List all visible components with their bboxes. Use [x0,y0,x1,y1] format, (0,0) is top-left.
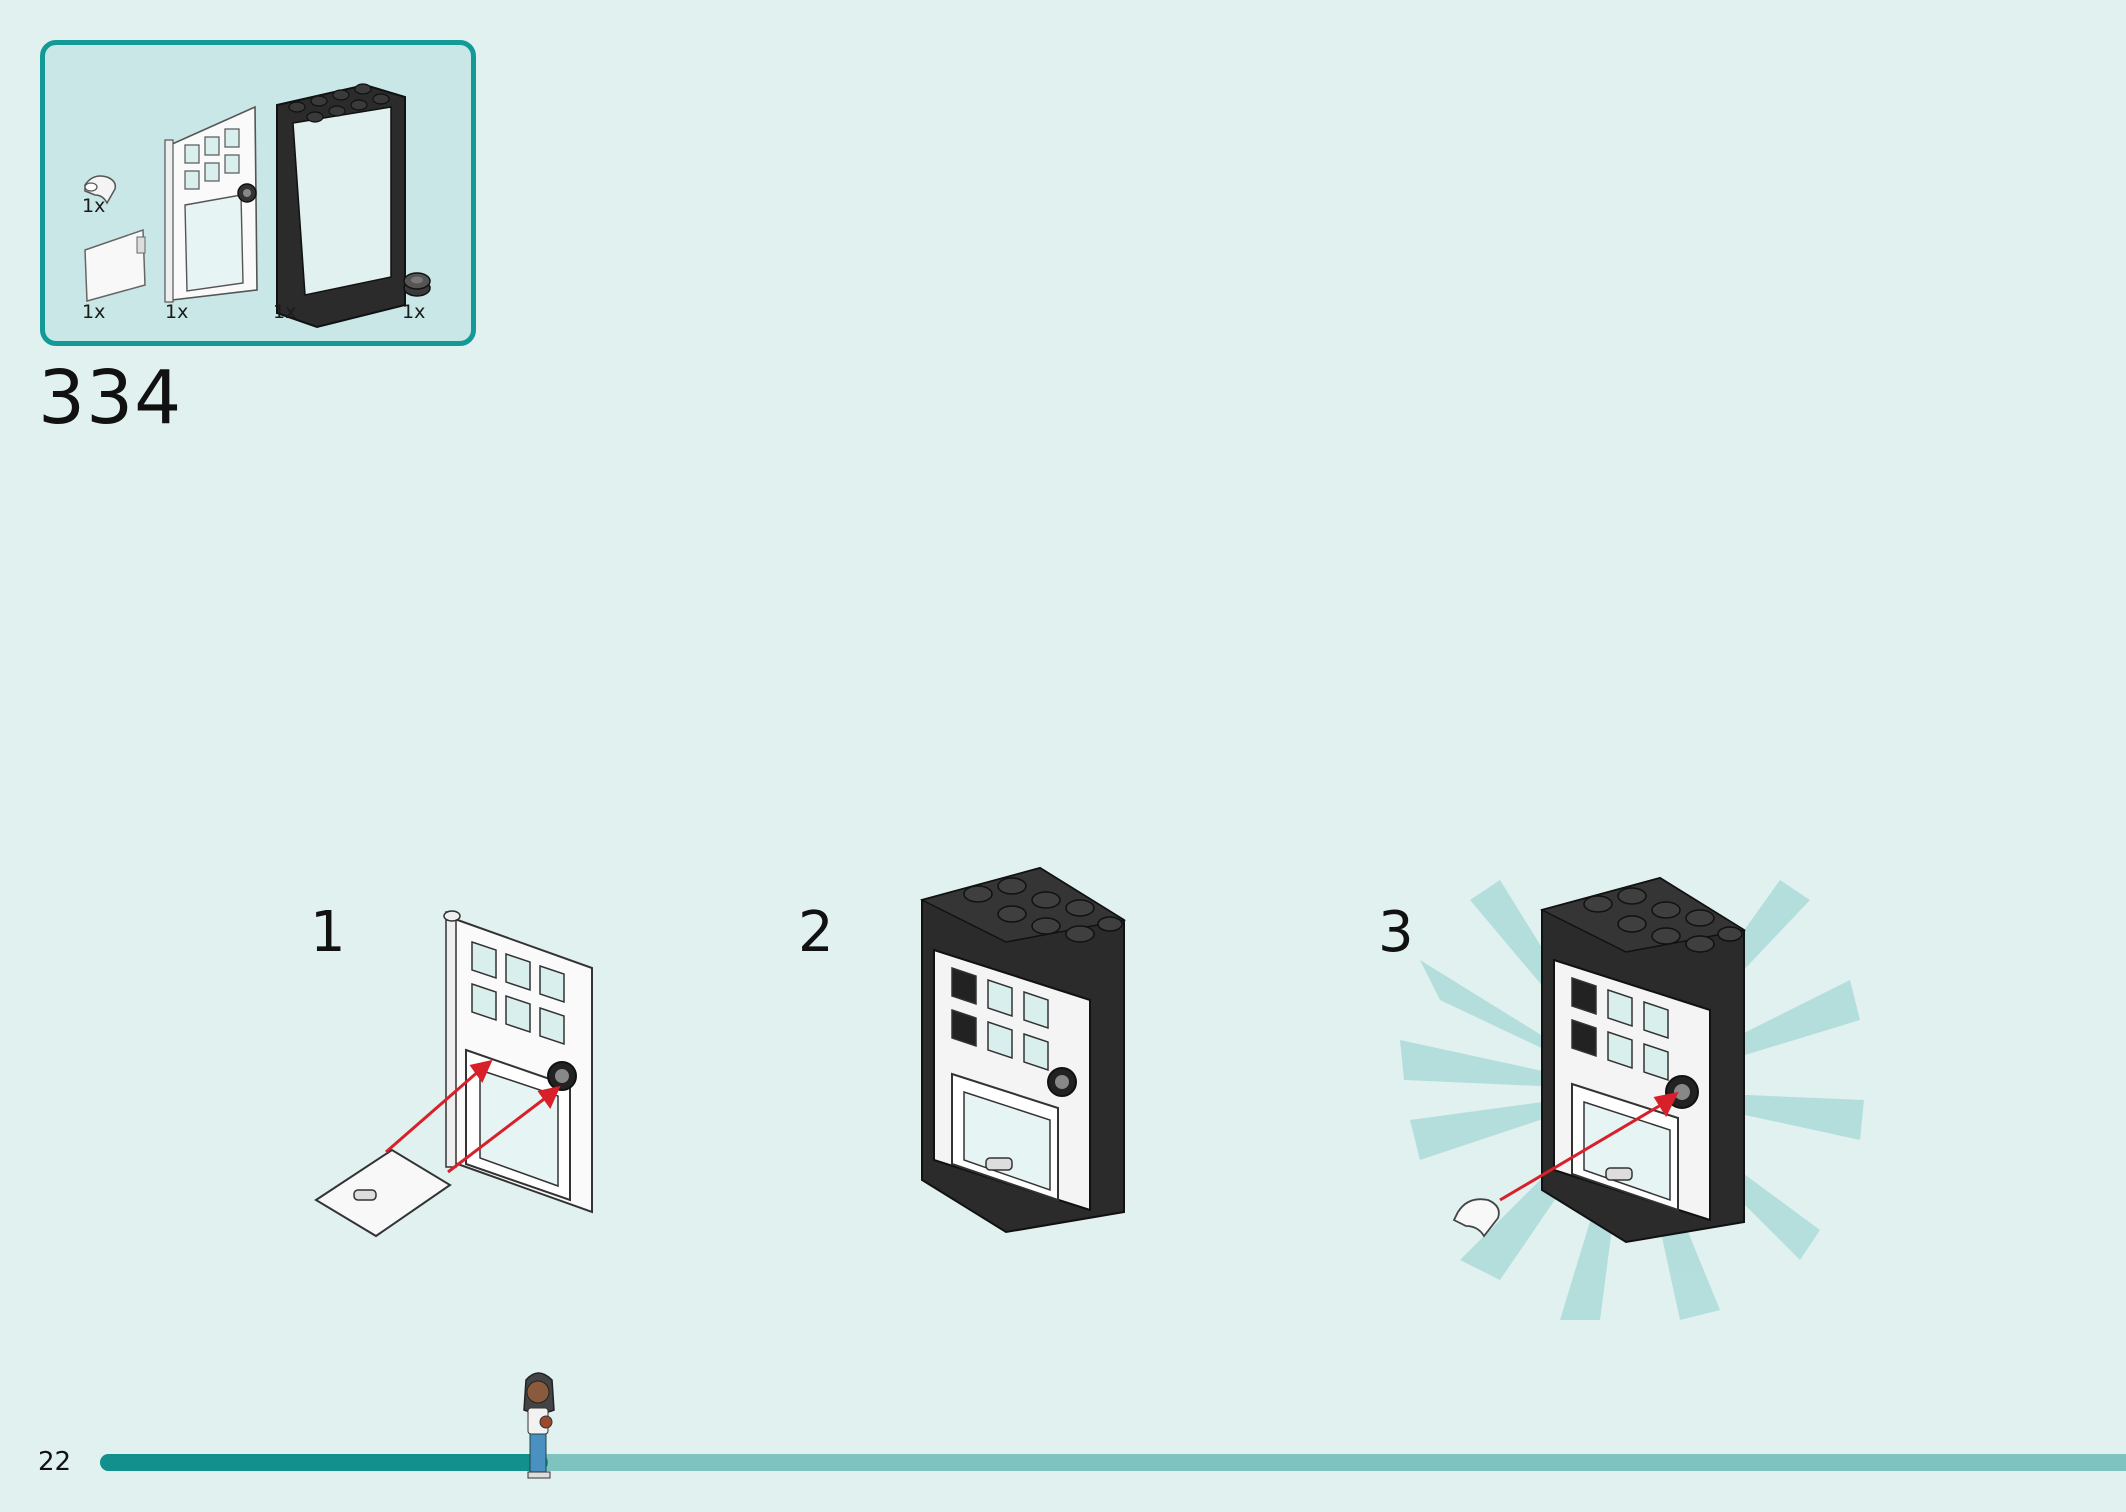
stud-with-bar-part [84,175,117,205]
part-qty-door-frame: 1x [273,301,297,323]
parts-list-box: 1x 1x 1x 1x 1x [40,40,476,346]
substep-number-2: 2 [798,900,834,965]
progress-bar-fill [100,1454,548,1471]
door-panel-part [84,228,146,302]
substep-3-illustration [1400,876,1864,1320]
part-qty-door-panel: 1x [82,301,106,323]
substep-1-illustration [314,910,593,1238]
door-frame-part [276,83,406,329]
part-qty-round-plate: 1x [402,301,426,323]
substep-number-3: 3 [1378,900,1414,965]
substep-number-1: 1 [310,900,346,965]
part-qty-stud-with-bar: 1x [82,195,106,217]
substep-2-illustration [919,866,1127,1234]
door-part [164,105,258,303]
progress-bar [100,1454,2126,1471]
minifigure-progress-marker [523,1372,555,1479]
step-number: 334 [38,355,183,441]
part-qty-door: 1x [165,301,189,323]
page-number: 22 [38,1447,72,1477]
parts-illustration [84,83,431,329]
round-plate-part [403,272,431,297]
